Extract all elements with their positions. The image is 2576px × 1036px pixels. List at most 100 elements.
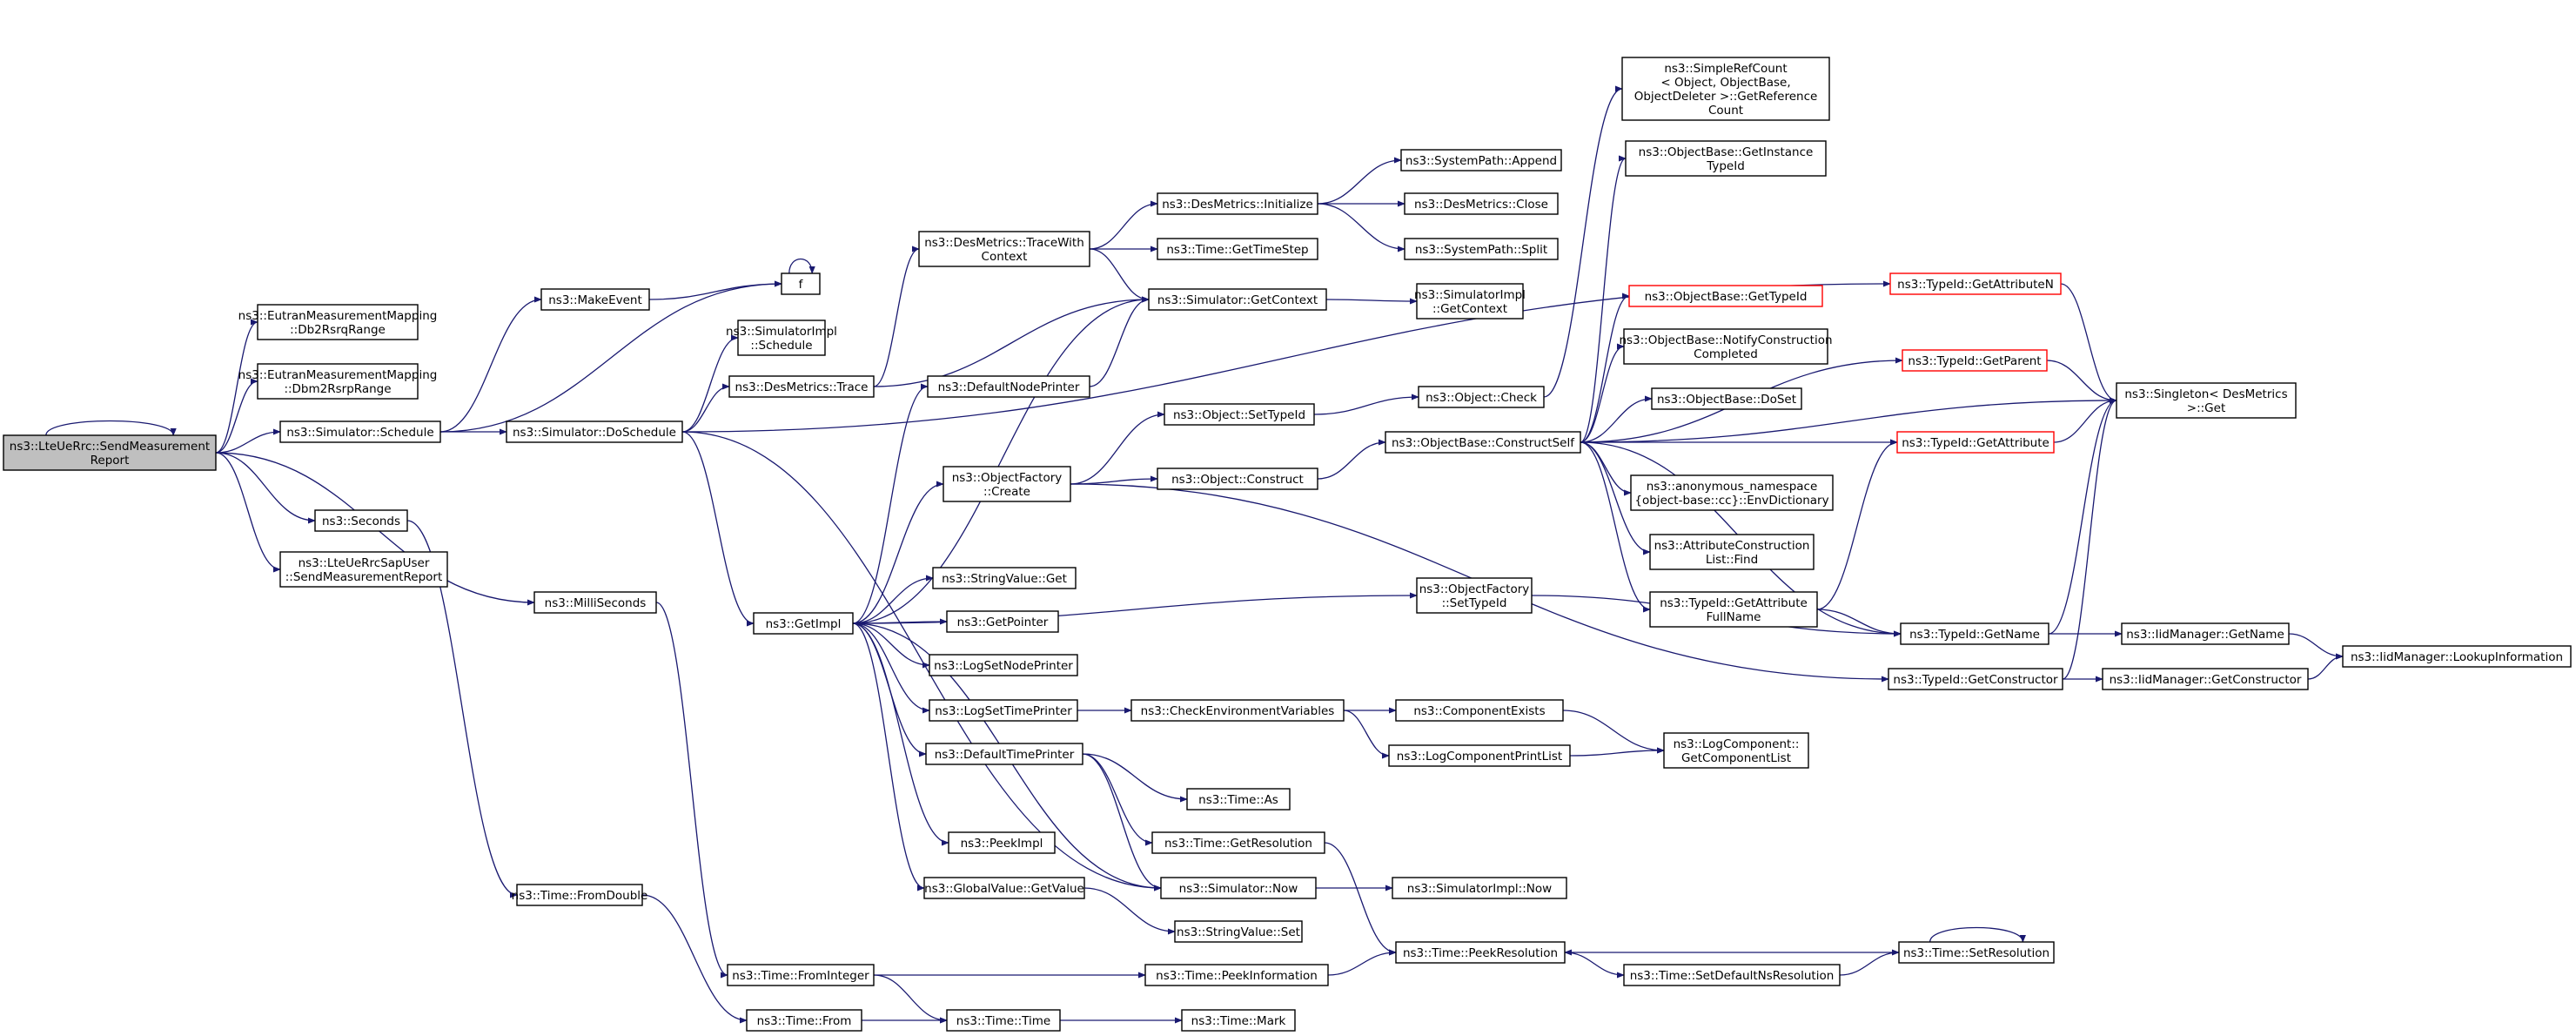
node-obnotify[interactable]: ns3::ObjectBase::NotifyConstructionCompl… (1619, 328, 1833, 365)
node-timeas[interactable]: ns3::Time::As (1186, 788, 1291, 811)
node-simimplgetctx[interactable]: ns3::SimulatorImpl::GetContext (1414, 283, 1526, 320)
call-edge-compexists-to-logcompgetlist (1562, 710, 1665, 754)
node-simnow[interactable]: ns3::Simulator::Now (1160, 877, 1317, 899)
node-objsettypeid[interactable]: ns3::Object::SetTypeId (1164, 403, 1315, 426)
node-simimplnow[interactable]: ns3::SimulatorImpl::Now (1392, 877, 1567, 899)
call-edge-obconstructself-to-singletonget (1580, 397, 2117, 443)
node-makeevent[interactable]: ns3::MakeEvent (540, 288, 650, 311)
node-objcheck[interactable]: ns3::Object::Check (1418, 386, 1545, 408)
node-label-line: ns3::MakeEvent (548, 293, 642, 307)
node-label-line: ns3::LogComponentPrintList (1397, 750, 1562, 764)
node-box (1130, 699, 1345, 722)
node-logcompgetlist[interactable]: ns3::LogComponent::GetComponentList (1663, 732, 1809, 769)
node-schedule[interactable]: ns3::Simulator::Schedule (279, 420, 441, 443)
node-logsetnode[interactable]: ns3::LogSetNodePrinter (929, 654, 1078, 676)
node-label-line: ::GetContext (1432, 302, 1507, 316)
call-edge-obconstructself-to-tidgetattrfull (1580, 441, 1651, 613)
node-anonenv[interactable]: ns3::anonymous_namespace{object-base::cc… (1630, 474, 1834, 511)
node-frominteger[interactable]: ns3::Time::FromInteger (727, 964, 875, 986)
node-label-line: ns3::GetPointer (957, 616, 1049, 629)
call-edge-objconstruct-to-obconstructself (1317, 439, 1386, 480)
node-label-line: ns3::Time::PeekResolution (1403, 946, 1558, 960)
node-simplerefcount[interactable]: ns3::SimpleRefCount< Object, ObjectBase,… (1621, 57, 1830, 121)
node-logsettime[interactable]: ns3::LogSetTimePrinter (929, 699, 1078, 722)
node-tidgetname[interactable]: ns3::TypeId::GetName (1900, 622, 2049, 645)
node-db2rsrq[interactable]: ns3::EutranMeasurementMapping::Db2RsrqRa… (238, 304, 438, 340)
node-label-line: < Object, ObjectBase, (1660, 76, 1790, 90)
node-tidgetctor[interactable]: ns3::TypeId::GetConstructor (1888, 668, 2063, 690)
node-peekres[interactable]: ns3::Time::PeekResolution (1395, 941, 1566, 964)
node-label-line: ns3::ObjectBase::NotifyConstruction (1619, 333, 1832, 347)
node-strvalget[interactable]: ns3::StringValue::Get (932, 567, 1077, 589)
node-logcompprint[interactable]: ns3::LogComponentPrintList (1388, 744, 1571, 767)
node-tidgetattrn[interactable]: ns3::TypeId::GetAttributeN (1889, 272, 2062, 295)
node-gvgetvalue[interactable]: ns3::GlobalValue::GetValue (923, 877, 1085, 899)
node-timefrom[interactable]: ns3::Time::From (746, 1009, 862, 1032)
node-timemark[interactable]: ns3::Time::Mark (1181, 1009, 1296, 1032)
node-tidgetattr[interactable]: ns3::TypeId::GetAttribute (1896, 431, 2055, 454)
node-label-line: ns3::Singleton< DesMetrics (2124, 387, 2287, 401)
node-peekimpl[interactable]: ns3::PeekImpl (948, 831, 1056, 854)
node-timetime[interactable]: ns3::Time::Time (946, 1009, 1061, 1032)
node-obdoset[interactable]: ns3::ObjectBase::DoSet (1651, 387, 1802, 410)
node-defnodeprinter[interactable]: ns3::DefaultNodePrinter (927, 375, 1090, 398)
node-root[interactable]: ns3::LteUeRrc::SendMeasurementReport (3, 434, 217, 471)
node-obconstructself[interactable]: ns3::ObjectBase::ConstructSelf (1385, 431, 1581, 454)
node-deftimeprinter[interactable]: ns3::DefaultTimePrinter (925, 743, 1083, 765)
edges-layer (45, 85, 2344, 1024)
node-dosched[interactable]: ns3::Simulator::DoSchedule (506, 420, 683, 443)
node-millis[interactable]: ns3::MilliSeconds (533, 591, 657, 614)
node-spappend[interactable]: ns3::SystemPath::Append (1400, 149, 1562, 172)
node-checkenv[interactable]: ns3::CheckEnvironmentVariables (1130, 699, 1345, 722)
node-compexists[interactable]: ns3::ComponentExists (1395, 699, 1564, 722)
node-ofsettypeid[interactable]: ns3::ObjectFactory::SetTypeId (1416, 577, 1533, 614)
call-edge-getimpl-to-strvalget (852, 575, 934, 624)
node-strvalset[interactable]: ns3::StringValue::Set (1174, 920, 1303, 943)
node-ofcreate[interactable]: ns3::ObjectFactory::Create (943, 466, 1071, 502)
call-edge-peekinfo-to-peekres (1327, 949, 1397, 976)
call-edge-tracewith-to-simgetctx (1089, 248, 1150, 303)
node-getres[interactable]: ns3::Time::GetResolution (1151, 831, 1325, 854)
node-gettimestep[interactable]: ns3::Time::GetTimeStep (1157, 238, 1318, 260)
node-saprpt[interactable]: ns3::LteUeRrcSapUser::SendMeasurementRep… (279, 551, 448, 588)
node-spsplit[interactable]: ns3::SystemPath::Split (1404, 238, 1559, 260)
node-label-line: FullName (1707, 610, 1761, 624)
node-peekinfo[interactable]: ns3::Time::PeekInformation (1144, 964, 1329, 986)
node-box (1663, 732, 1809, 769)
node-getimpl[interactable]: ns3::GetImpl (753, 612, 854, 635)
node-dmclose[interactable]: ns3::DesMetrics::Close (1404, 192, 1559, 215)
node-singletonget[interactable]: ns3::Singleton< DesMetrics>::Get (2116, 382, 2297, 419)
node-f[interactable]: f (781, 272, 821, 295)
node-obgettypeid[interactable]: ns3::ObjectBase::GetTypeId (1628, 285, 1823, 307)
node-fromdouble[interactable]: ns3::Time::FromDouble (512, 884, 648, 906)
node-simimplsched[interactable]: ns3::SimulatorImpl::Schedule (726, 320, 837, 356)
node-label-line: ::Create (983, 485, 1030, 499)
call-edge-ofcreate-to-objsettypeid (1070, 411, 1165, 485)
node-dbm2rsrp[interactable]: ns3::EutranMeasurementMapping::Dbm2RsrpR… (238, 363, 438, 400)
node-simgetctx[interactable]: ns3::Simulator::GetContext (1148, 288, 1327, 311)
node-box (1400, 149, 1562, 172)
node-iidgetctor[interactable]: ns3::IidManager::GetConstructor (2102, 668, 2309, 690)
node-seconds[interactable]: ns3::Seconds (314, 509, 408, 532)
node-setdefnsres[interactable]: ns3::Time::SetDefaultNsResolution (1623, 964, 1841, 986)
node-desmtrace[interactable]: ns3::DesMetrics::Trace (728, 375, 875, 398)
node-tidgetparent[interactable]: ns3::TypeId::GetParent (1902, 349, 2048, 372)
node-label-line: ns3::Time::Time (956, 1014, 1050, 1028)
node-setres[interactable]: ns3::Time::SetResolution (1898, 941, 2055, 964)
node-objconstruct[interactable]: ns3::Object::Construct (1157, 468, 1318, 490)
node-label-line: ns3::Object::Construct (1171, 473, 1304, 487)
call-edge-dosched-to-desmtrace (681, 383, 730, 433)
call-edge-root-to-dbm2rsrp (215, 378, 258, 454)
node-iidlookup[interactable]: ns3::IidManager::LookupInformation (2342, 645, 2572, 668)
node-getpointer[interactable]: ns3::GetPointer (946, 610, 1059, 633)
node-iidgetname[interactable]: ns3::IidManager::GetName (2121, 622, 2290, 645)
call-edge-schedule-to-makeevent (439, 296, 542, 433)
node-box (1623, 964, 1841, 986)
node-box (2121, 622, 2290, 645)
node-label-line: ns3::ComponentExists (1413, 704, 1545, 718)
node-dminit[interactable]: ns3::DesMetrics::Initialize (1157, 192, 1318, 215)
